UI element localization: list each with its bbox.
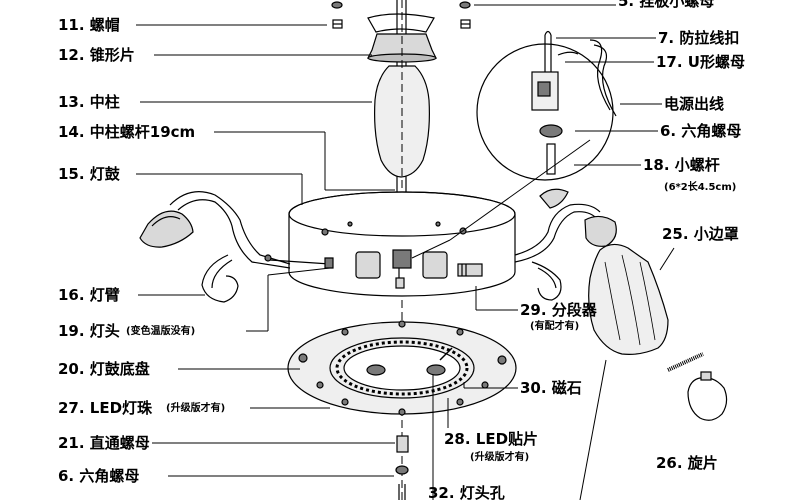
straight-nut-part (396, 435, 409, 453)
label-hex-nut-6-left: 6. 六角螺母 (58, 467, 140, 485)
label-rotary-clip-26: 26. 旋片 (656, 454, 718, 472)
label-lamp-head-19-note: (变色温版没有) (126, 326, 196, 337)
label-plate-nut-5: 5. 挂板小螺母 (618, 0, 715, 10)
label-segmenter-29-note: (有配才有) (530, 321, 580, 332)
label-led-patch-28: 28. LED贴片 (444, 430, 539, 448)
label-drum-15: 15. 灯鼓 (58, 165, 120, 183)
label-led-beads-27: 27. LED灯珠 (58, 399, 153, 417)
nut-5-part (459, 1, 471, 29)
label-cord-grip-7: 7. 防拉线扣 (658, 29, 740, 47)
label-center-column-13: 13. 中柱 (58, 93, 120, 111)
label-power-outlet: 电源出线 (664, 95, 725, 113)
label-cone-plate-12: 12. 锥形片 (58, 46, 135, 64)
label-straight-nut-21: 21. 直通螺母 (58, 434, 150, 452)
label-hex-nut-6-right: 6. 六角螺母 (660, 122, 742, 140)
label-small-shade-25: 25. 小边罩 (662, 225, 739, 243)
label-center-rod-14: 14. 中柱螺杆19cm (58, 123, 196, 141)
label-small-screw-18: 18. 小螺杆 (643, 156, 720, 174)
label-base-plate-20: 20. 灯鼓底盘 (58, 360, 150, 378)
label-magnet-30: 30. 磁石 (520, 379, 582, 397)
label-lamp-head-19: 19. 灯头 (58, 322, 120, 340)
drum-part (288, 191, 516, 297)
label-arm-16: 16. 灯臂 (58, 286, 120, 304)
label-nut-11: 11. 螺帽 (58, 16, 120, 34)
nut-11-part (331, 1, 343, 29)
canopy-part (367, 13, 435, 33)
label-small-screw-18-note: (6*2长4.5cm) (664, 182, 737, 193)
label-led-patch-28-note: (升级版才有) (470, 452, 530, 463)
right-arm-part (514, 188, 617, 301)
label-lamp-hole-32: 32. 灯头孔 (428, 484, 505, 502)
small-shade-part (588, 243, 669, 355)
leader-lines (136, 4, 675, 500)
label-segmenter-29: 29. 分段器 (520, 301, 597, 319)
base-plate-part (287, 320, 517, 416)
detail-circle (476, 30, 617, 181)
rotary-clip-part (667, 352, 728, 421)
hex-nut-part (395, 465, 409, 475)
label-u-nut-17: 17. U形螺母 (656, 53, 745, 71)
left-arm-part (139, 191, 334, 303)
label-led-beads-27-note: (升级版才有) (166, 403, 226, 414)
